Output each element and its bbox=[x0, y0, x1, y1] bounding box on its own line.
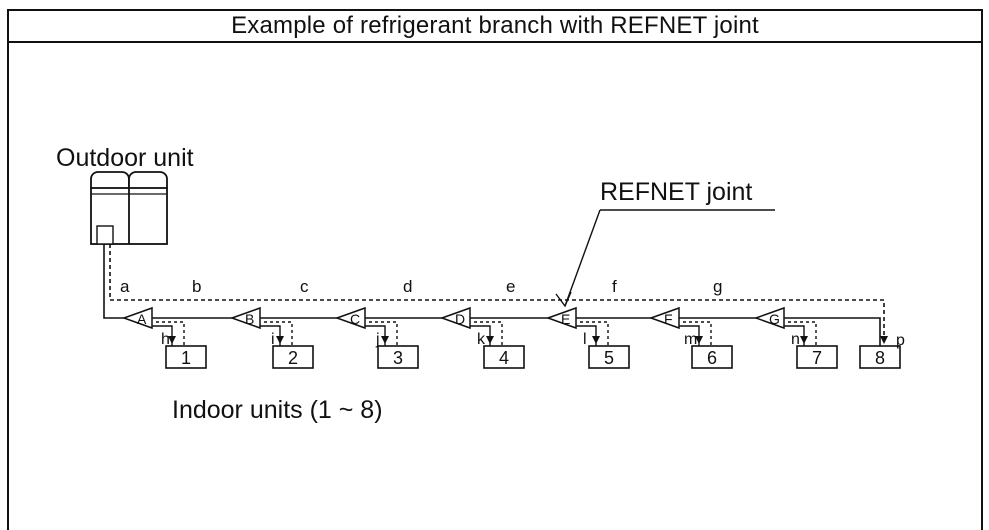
indoor-unit-6-label: 6 bbox=[707, 348, 717, 368]
indoor-unit-4-label: 4 bbox=[499, 348, 509, 368]
indoor-unit-3 bbox=[377, 345, 419, 369]
refnet-leader-line bbox=[564, 209, 601, 307]
refnet-joint-f: F bbox=[648, 306, 712, 346]
title-bar: Example of refrigerant branch with REFNE… bbox=[7, 9, 983, 43]
refnet-joint-d: D bbox=[439, 306, 503, 346]
branch-label-m: m bbox=[684, 331, 697, 348]
main-pipes bbox=[103, 244, 885, 346]
segment-label-d: d bbox=[403, 277, 412, 296]
branch-label-p: p bbox=[896, 332, 905, 349]
segment-label-f: f bbox=[612, 277, 617, 296]
svg-text:C: C bbox=[350, 311, 360, 327]
branch-label-h: h bbox=[161, 331, 170, 348]
svg-text:B: B bbox=[245, 311, 254, 327]
indoor-unit-2 bbox=[272, 345, 314, 369]
indoor-unit-8-label: 8 bbox=[875, 348, 885, 368]
indoor-units-caption: Indoor units (1 ~ 8) bbox=[172, 396, 383, 424]
outdoor-unit bbox=[90, 171, 168, 245]
frame-right-border bbox=[981, 43, 983, 530]
indoor-unit-1-label: 1 bbox=[181, 348, 191, 368]
refnet-joint-g: G bbox=[753, 306, 817, 346]
frame-left-border bbox=[7, 43, 9, 530]
unit-8-arrow-icon bbox=[880, 336, 888, 344]
branch-label-n: n bbox=[791, 331, 800, 348]
indoor-unit-5-label: 5 bbox=[604, 348, 614, 368]
indoor-unit-8 bbox=[859, 345, 901, 369]
refnet-joint-label: REFNET joint bbox=[600, 178, 752, 206]
svg-text:E: E bbox=[561, 311, 570, 327]
svg-text:F: F bbox=[664, 311, 673, 327]
svg-text:G: G bbox=[769, 311, 780, 327]
branch-label-j: j bbox=[375, 331, 380, 348]
branch-label-l: l bbox=[583, 331, 587, 348]
indoor-unit-3-label: 3 bbox=[393, 348, 403, 368]
branch-label-i: i bbox=[271, 331, 275, 348]
indoor-unit-4 bbox=[483, 345, 525, 369]
indoor-unit-6 bbox=[691, 345, 733, 369]
segment-label-g: g bbox=[713, 277, 722, 296]
svg-text:D: D bbox=[455, 311, 465, 327]
branch-label-k: k bbox=[477, 331, 486, 348]
segment-label-b: b bbox=[192, 277, 201, 296]
indoor-unit-5 bbox=[588, 345, 630, 369]
refnet-joint-a: A bbox=[121, 306, 185, 346]
segment-label-e: e bbox=[506, 277, 515, 296]
segment-label-c: c bbox=[300, 277, 309, 296]
refnet-joint-e: E bbox=[545, 306, 609, 346]
refnet-joint-b: B bbox=[229, 306, 293, 346]
indoor-unit-2-label: 2 bbox=[288, 348, 298, 368]
diagram-title: Example of refrigerant branch with REFNE… bbox=[231, 12, 759, 39]
svg-text:A: A bbox=[137, 311, 147, 327]
indoor-unit-1 bbox=[165, 345, 207, 369]
indoor-unit-7 bbox=[796, 345, 838, 369]
segment-label-a: a bbox=[120, 277, 130, 296]
outdoor-unit-label: Outdoor unit bbox=[56, 144, 194, 172]
indoor-unit-7-label: 7 bbox=[812, 348, 822, 368]
refnet-leader-arrow-icon bbox=[555, 291, 572, 308]
refnet-joint-c: C bbox=[334, 306, 398, 346]
